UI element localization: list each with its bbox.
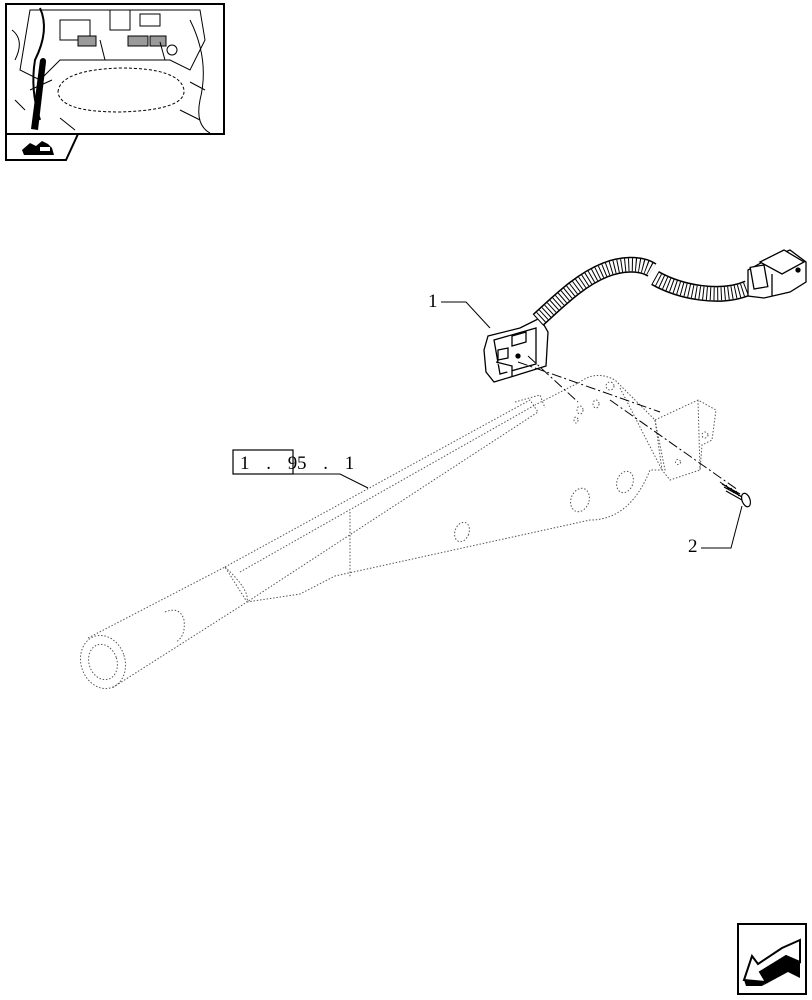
- callout-1: 1: [428, 291, 491, 329]
- next-page-arrow-icon[interactable]: [737, 923, 807, 995]
- tractor-section-icon: [5, 133, 80, 161]
- screw: [719, 481, 752, 508]
- reference-box: [232, 449, 294, 475]
- reference-trailing-label: 5 . 1: [297, 453, 360, 474]
- reference-callout: 1 . 9 5 . 1: [232, 449, 369, 489]
- assembly-lines: [517, 355, 739, 491]
- callout-2: 2: [688, 505, 743, 557]
- location-thumbnail-icon: [5, 3, 225, 135]
- reference-boxed-label: 1 . 9: [240, 453, 303, 474]
- callout-label-1: 1: [428, 291, 438, 312]
- switch-assembly: [483, 249, 807, 383]
- handbrake-lever-drawing: [79, 375, 717, 690]
- callout-label-2: 2: [688, 536, 698, 557]
